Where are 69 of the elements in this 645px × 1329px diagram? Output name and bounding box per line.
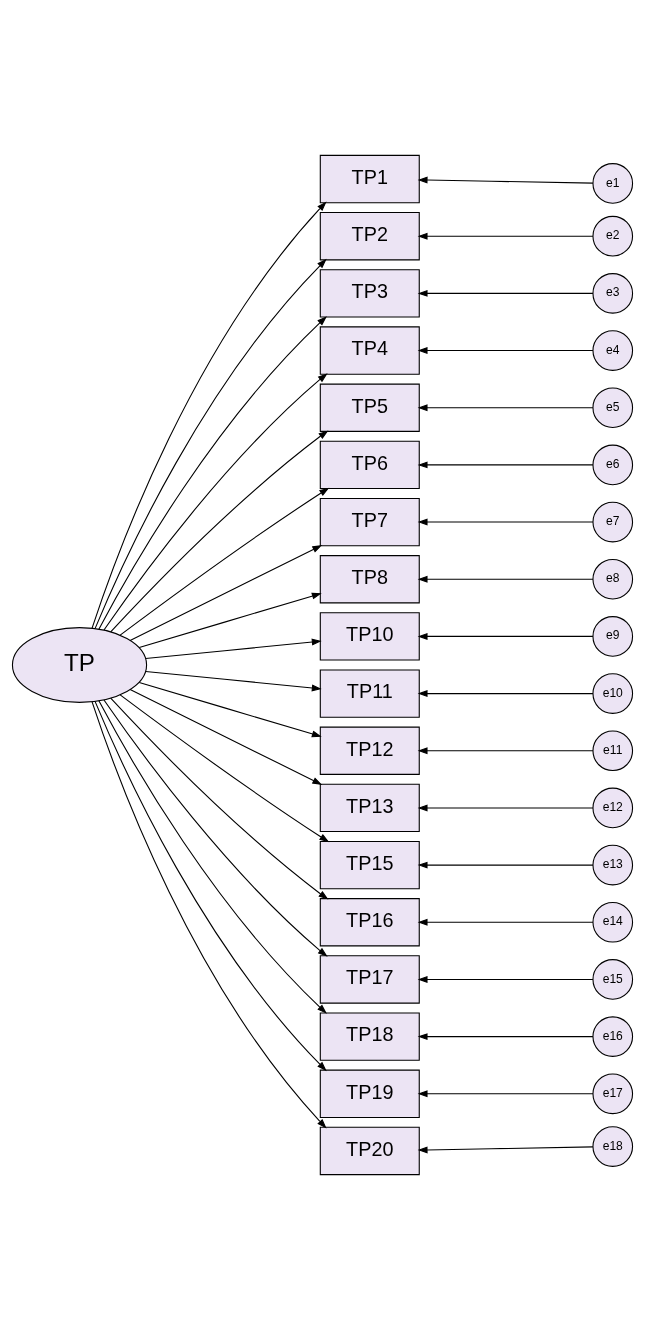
node-box: TP15 <box>319 840 420 889</box>
node-box: TP18 <box>319 1011 420 1061</box>
node-circle: e12 <box>592 787 634 828</box>
node-circle: e6 <box>592 444 634 485</box>
node-circle: e7 <box>592 501 634 542</box>
node-box: TP12 <box>319 726 420 775</box>
arrow <box>119 487 330 636</box>
arrow <box>145 638 322 659</box>
arrow <box>417 803 594 811</box>
arrow <box>103 698 328 957</box>
node-box: TP8 <box>319 554 420 603</box>
arrow <box>417 232 594 240</box>
node-circle: e15 <box>592 958 634 1000</box>
arrow <box>138 592 322 648</box>
node-circle: e2 <box>592 215 634 257</box>
node-box: TP6 <box>319 440 420 489</box>
node-circle: e8 <box>592 558 634 600</box>
node-box: TP7 <box>319 497 420 546</box>
node-box: TP5 <box>319 383 420 432</box>
node-circle: e16 <box>592 1015 634 1057</box>
node-box: TP20 <box>319 1126 420 1175</box>
node-circle: e13 <box>592 844 634 885</box>
arrow <box>417 346 594 354</box>
arrow <box>119 693 330 842</box>
node-box: TP19 <box>319 1069 420 1118</box>
arrow <box>417 632 594 640</box>
arrow <box>417 1089 594 1097</box>
arrow <box>417 1145 594 1153</box>
arrow <box>98 315 327 630</box>
arrow <box>417 289 594 297</box>
arrow <box>417 518 594 526</box>
node-box: TP13 <box>319 783 420 832</box>
node-circle: e18 <box>592 1125 634 1167</box>
node-circle: e17 <box>592 1072 634 1114</box>
node-ellipse: TP <box>11 626 148 703</box>
node-box: TP4 <box>319 325 420 375</box>
node-circle: e5 <box>592 386 634 428</box>
arrow <box>103 372 328 631</box>
node-box: TP11 <box>319 668 420 718</box>
arrow <box>417 918 594 926</box>
node-circle: e1 <box>592 162 634 204</box>
node-box: TP1 <box>319 154 420 203</box>
arrow <box>417 975 594 983</box>
node-box: TP17 <box>319 954 420 1004</box>
arrow <box>129 544 323 641</box>
node-box: TP2 <box>319 211 420 260</box>
arrow <box>110 697 329 900</box>
arrow <box>417 575 594 583</box>
node-circle: e4 <box>592 329 634 371</box>
arrow <box>417 689 594 697</box>
arrow <box>145 670 322 691</box>
arrow <box>417 403 594 411</box>
node-circle: e11 <box>592 729 634 771</box>
node-circle: e10 <box>592 672 634 714</box>
node-box: TP16 <box>319 897 420 946</box>
node-circle: e14 <box>592 901 634 943</box>
node-box: TP10 <box>319 611 420 661</box>
node-circle: e3 <box>592 272 634 314</box>
arrow <box>417 176 594 184</box>
arrow <box>417 460 594 468</box>
arrow <box>98 699 327 1014</box>
arrow <box>417 746 594 754</box>
arrow <box>417 861 594 869</box>
node-box: TP3 <box>319 268 420 318</box>
arrow <box>129 688 323 785</box>
arrow <box>417 1032 594 1040</box>
arrow <box>138 681 322 737</box>
arrow <box>110 429 329 632</box>
node-circle: e9 <box>592 615 634 657</box>
